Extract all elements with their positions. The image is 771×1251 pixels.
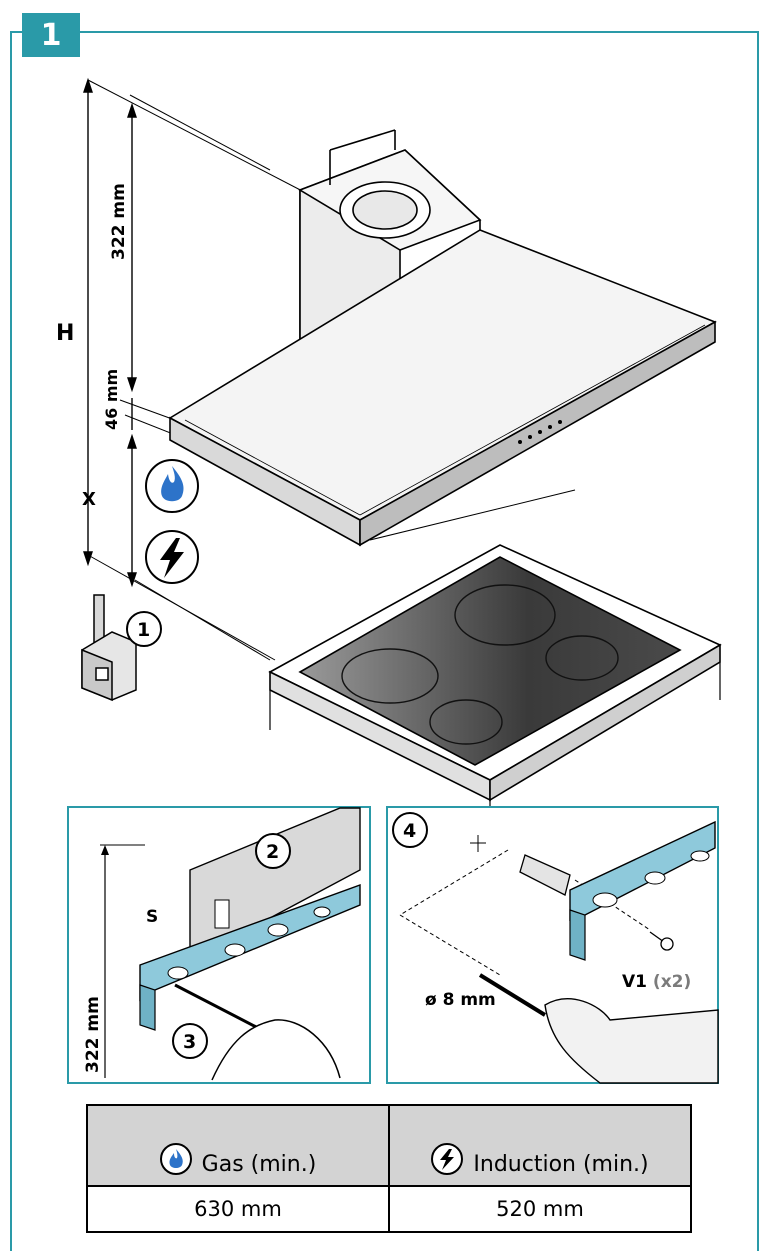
induction-value-cell: 520 mm — [388, 1185, 692, 1233]
drilling-panel: 4 ø 8 mm V1 (x2) — [386, 806, 719, 1084]
bracket-s-label: S — [146, 907, 158, 927]
step-number-badge: 1 — [22, 13, 80, 57]
callout-circle-1: 1 — [126, 611, 162, 647]
instruction-frame — [10, 31, 759, 1251]
gas-flame-icon — [145, 459, 199, 513]
induction-bolt-icon — [431, 1143, 464, 1175]
marking-height-label: 322 mm — [83, 996, 103, 1073]
svg-text:2: 2 — [266, 841, 279, 863]
svg-text:3: 3 — [183, 1031, 196, 1053]
gas-value-cell: 630 mm — [86, 1185, 390, 1233]
gas-header-label: Gas (min.) — [201, 1152, 317, 1177]
drill-size-label: ø 8 mm — [425, 990, 496, 1010]
induction-bolt-icon — [145, 530, 199, 584]
induction-header-cell: Induction (min.) — [388, 1104, 692, 1187]
clearance-label: X — [82, 489, 96, 510]
top-height-label: 322 mm — [109, 183, 129, 260]
callout-circle-4: 4 — [392, 812, 428, 848]
gas-header-cell: Gas (min.) — [86, 1104, 390, 1187]
callout-circle-3: 3 — [172, 1023, 208, 1059]
clearance-table: Gas (min.) Induction (min.) 630 mm 520 m… — [86, 1104, 692, 1233]
chimney-offset-label: 46 mm — [102, 369, 121, 430]
gas-flame-icon — [159, 1143, 192, 1175]
height-label: H — [56, 321, 74, 346]
svg-text:1: 1 — [137, 619, 150, 641]
tape-measure-icon — [81, 594, 137, 702]
marking-panel: S 322 mm 2 3 — [67, 806, 371, 1084]
callout-circle-2: 2 — [255, 833, 291, 869]
induction-header-label: Induction (min.) — [473, 1152, 649, 1177]
svg-text:4: 4 — [403, 820, 416, 842]
screw-label: V1 (x2) — [622, 972, 691, 992]
